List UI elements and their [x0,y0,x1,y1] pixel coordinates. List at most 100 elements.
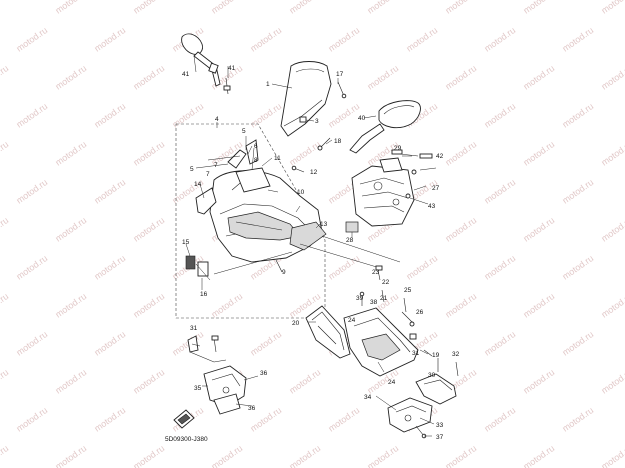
well-nut [299,116,307,123]
watermark-text: motod.ru [326,101,361,130]
cowling-side-panel [195,187,217,215]
watermark-text: motod.ru [14,405,49,434]
watermark-text: motod.ru [521,367,556,396]
watermark-text: motod.ru [53,63,88,92]
watermark-text: motod.ru [482,177,517,206]
watermark-text: motod.ru [53,215,88,244]
watermark-text: motod.ru [599,139,625,168]
callout-labels: 1 17 3 4 5 5 6 7 7 8 9 10 11 12 13 14 15… [182,65,460,441]
watermark-text: motod.ru [443,215,478,244]
watermark-text: motod.ru [482,329,517,358]
callout: 30 [428,372,436,379]
watermark-text: motod.ru [599,443,625,468]
watermark-text: motod.ru [14,253,49,282]
callout: 26 [416,309,424,316]
callout: 15 [182,239,190,246]
callout: 13 [320,221,328,228]
mirror-right [349,100,421,154]
watermark-text: motod.ru [287,0,322,16]
bolt-30-left [211,335,219,353]
watermark-text: motod.ru [404,25,439,54]
callout: 10 [297,189,305,196]
callout: 36 [260,370,268,377]
callout: 21 [380,295,388,302]
callout: 5 [190,166,194,173]
watermark-text: motod.ru [92,253,127,282]
inner-panel-left [305,305,351,359]
watermark-text: motod.ru [92,25,127,54]
callout: 35 [194,385,202,392]
screw-9 [275,259,283,273]
callout: 1 [266,81,270,88]
callout: 41 [182,71,190,78]
callout: 38 [370,299,378,306]
callout: 7 [214,162,218,169]
callout: 43 [428,203,436,210]
cowling-bolt-12 [291,165,305,173]
callout: 6 [254,143,258,150]
watermark-text: motod.ru [560,405,595,434]
watermark-text: motod.ru [599,367,625,396]
windscreen [280,61,332,137]
watermark-text: motod.ru [53,291,88,320]
watermark-text: motod.ru [0,291,10,320]
callout: 17 [336,71,344,78]
callout: 40 [358,115,366,122]
watermark-text: motod.ru [521,0,556,16]
bolt-17 [317,137,331,151]
watermark-text: motod.ru [0,367,10,396]
watermark-text: motod.ru [92,405,127,434]
callout: 4 [215,116,219,123]
watermark-text: motod.ru [404,253,439,282]
front-direction-badge [173,409,195,429]
watermark-text: motod.ru [131,291,166,320]
watermark-text: motod.ru [170,329,205,358]
diagram-code: 5D09300-J380 [165,436,208,443]
watermark-text: motod.ru [209,443,244,468]
callout: 3 [315,118,319,125]
callout: 28 [346,237,354,244]
mirror-left [181,33,221,87]
watermark-text: motod.ru [443,139,478,168]
watermark-text: motod.ru [443,443,478,468]
callout: 29 [394,145,402,152]
watermark-text: motod.ru [14,101,49,130]
callout: 18 [334,138,342,145]
callout: 34 [364,394,372,401]
bolts-mid [359,265,407,313]
watermark-text: motod.ru [365,0,400,16]
watermark-text: motod.ru [14,177,49,206]
callout: 25 [404,287,412,294]
watermark-text: motod.ru [482,405,517,434]
callout: 37 [436,434,444,441]
watermark-text: motod.ru [443,291,478,320]
watermark-text: motod.ru [209,0,244,16]
callout: 8 [254,157,258,164]
watermark-text: motod.ru [0,215,10,244]
watermark-text: motod.ru [560,101,595,130]
callout: 12 [310,169,318,176]
watermark-text: motod.ru [521,139,556,168]
watermark-text: motod.ru [92,177,127,206]
lower-bracket-right [387,397,433,433]
watermark-text: motod.ru [14,25,49,54]
watermark-text: motod.ru [131,0,166,16]
watermark-text: motod.ru [599,215,625,244]
watermark-text: motod.ru [0,139,10,168]
callout: 41 [228,65,236,72]
watermark-text: motod.ru [443,63,478,92]
watermark-text: motod.ru [209,291,244,320]
callout: 27 [432,185,440,192]
callout: 11 [274,155,281,162]
assembly-group-box [175,123,326,319]
callout: 42 [436,153,444,160]
callout: 24 [348,317,356,324]
watermark-text: motod.ru [482,25,517,54]
callout: 32 [452,351,460,358]
watermark-text: motod.ru [482,101,517,130]
side-bracket-right [415,358,459,405]
watermark-text: motod.ru [521,63,556,92]
watermark-text: motod.ru [131,63,166,92]
callout: 7 [206,171,210,178]
